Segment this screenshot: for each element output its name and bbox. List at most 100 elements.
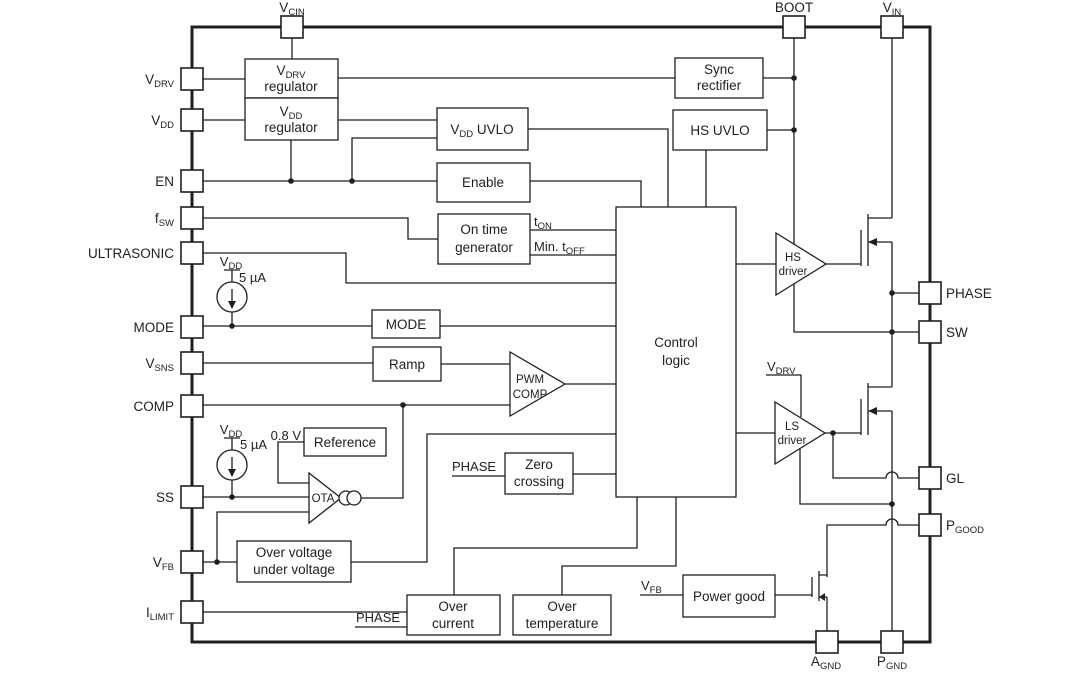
hs-mosfet: [860, 214, 892, 266]
block-rect: [504, 452, 574, 495]
pin-label-ultrasonic: ULTRASONIC: [88, 246, 174, 261]
hs-driver: HS driver: [775, 231, 828, 297]
junction-dots: [214, 75, 895, 565]
pin-label-ilimit: ILIMIT: [146, 605, 174, 623]
block-label: rectifier: [697, 78, 742, 93]
hs-mosfet-arrow-icon: [868, 238, 877, 246]
pin-vdd: [180, 108, 204, 132]
block-label: Power good: [693, 589, 765, 604]
ls-mosfet-body: [860, 383, 892, 435]
block-vdd-regulator: VDD regulator: [244, 97, 339, 141]
block-on-time-generator: On time generator: [437, 213, 531, 265]
wire-fsw: [203, 217, 438, 240]
block-label: crossing: [514, 474, 564, 489]
block-rect: [372, 346, 442, 382]
block-label: temperature: [526, 616, 599, 631]
pgood-mosfet: [811, 571, 827, 601]
arrow-down-icon: [228, 469, 236, 477]
pin-label-ss: SS: [156, 490, 174, 505]
junction-dot: [214, 559, 220, 565]
block-label: generator: [455, 240, 513, 255]
block-over-current: Over current: [406, 594, 501, 636]
ota-triangle-icon: [308, 471, 343, 525]
pin-label-vin: VIN: [883, 0, 902, 18]
comparator-label: PWM: [516, 374, 544, 386]
ota-label: OTA: [312, 493, 335, 505]
pin-label-vdd: VDD: [151, 113, 174, 131]
comparator-triangle-icon: [509, 350, 567, 418]
block-label: under voltage: [253, 562, 335, 577]
block-control-logic: Control logic: [615, 206, 737, 498]
block-label: HS UVLO: [690, 123, 749, 138]
pin-label-pgood: PGOOD: [946, 518, 984, 536]
block-label: regulator: [264, 79, 318, 94]
block-rect: [682, 574, 776, 618]
block-vdd-uvlo: VDD UVLO: [436, 107, 529, 151]
pin-gl: [918, 466, 942, 490]
block-label: VDRV: [277, 63, 307, 81]
ota-output-symbol-icon: [346, 490, 362, 506]
block-label: logic: [662, 353, 690, 368]
ls-driver: LS driver: [774, 400, 827, 466]
wire-gl-line: [832, 433, 919, 479]
wire-ultrasonic: [203, 252, 616, 284]
block-rect: [437, 213, 531, 265]
block-label: VDD: [280, 104, 303, 122]
driver-triangle-icon: [774, 400, 827, 466]
driver-label: LS: [785, 421, 799, 433]
block-ovuv: Over voltage under voltage: [236, 540, 352, 583]
signal-label-bias1-vdd: VDD: [220, 254, 243, 272]
pin-pgood: [918, 513, 942, 537]
block-rect: [436, 162, 531, 203]
ota-amplifier: OTA: [308, 471, 362, 525]
block-label: MODE: [386, 317, 427, 332]
comparator-label: COMP: [513, 389, 548, 401]
block-sync-rectifier: Sync rectifier: [674, 57, 764, 99]
pin-comp: [180, 394, 204, 418]
block-vdrv-regulator: VDRV regulator: [244, 58, 339, 99]
pin-label-comp: COMP: [134, 399, 175, 414]
block-label: current: [432, 616, 474, 631]
hs-mosfet-body: [860, 214, 892, 266]
block-label: Over: [547, 599, 577, 614]
signal-label-min-toff: Min. tOFF: [534, 239, 585, 257]
pin-vdrv: [180, 67, 204, 91]
pin-label-sw: SW: [946, 325, 968, 340]
pin-ultrasonic: [180, 241, 204, 265]
wire-vdrv-rail: [766, 374, 802, 417]
block-label: VDD UVLO: [450, 122, 513, 140]
block-rect: [436, 107, 529, 151]
wire-ls-rail: [799, 449, 892, 505]
block-rect: [244, 97, 339, 141]
block-label: Over: [438, 599, 468, 614]
junction-dot: [400, 402, 406, 408]
bias-current-source-2: [216, 449, 248, 481]
junction-dot: [229, 494, 235, 500]
pgood-mosfet-arrow-icon: [819, 593, 825, 601]
pin-ilimit: [180, 600, 204, 624]
block-rect: [236, 540, 352, 583]
pin-label-gl: GL: [946, 471, 965, 486]
block-reference: Reference: [303, 427, 387, 457]
wire-ota-out: [361, 405, 404, 499]
block-rect: [303, 427, 387, 457]
pin-boot: [782, 15, 806, 39]
pin-label-vcin: VCIN: [279, 0, 305, 18]
pin-pgnd: [880, 630, 904, 654]
signal-label-ton: tON: [534, 214, 552, 232]
pin-label-mode: MODE: [134, 320, 175, 335]
pwm-comparator: PWM COMP: [509, 350, 567, 418]
wire-overcurrent-out: [453, 497, 638, 595]
block-label: Reference: [314, 435, 376, 450]
block-label: Control: [654, 335, 698, 350]
block-label: On time: [460, 222, 507, 237]
block-label: Zero: [525, 457, 553, 472]
pin-label-agnd: AGND: [811, 654, 841, 672]
signal-label-ref-voltage: 0.8 V: [271, 428, 302, 443]
junction-dot: [229, 323, 235, 329]
block-label: Over voltage: [256, 545, 333, 560]
junction-dot: [830, 430, 836, 436]
wire-pgood-line: [826, 518, 919, 577]
